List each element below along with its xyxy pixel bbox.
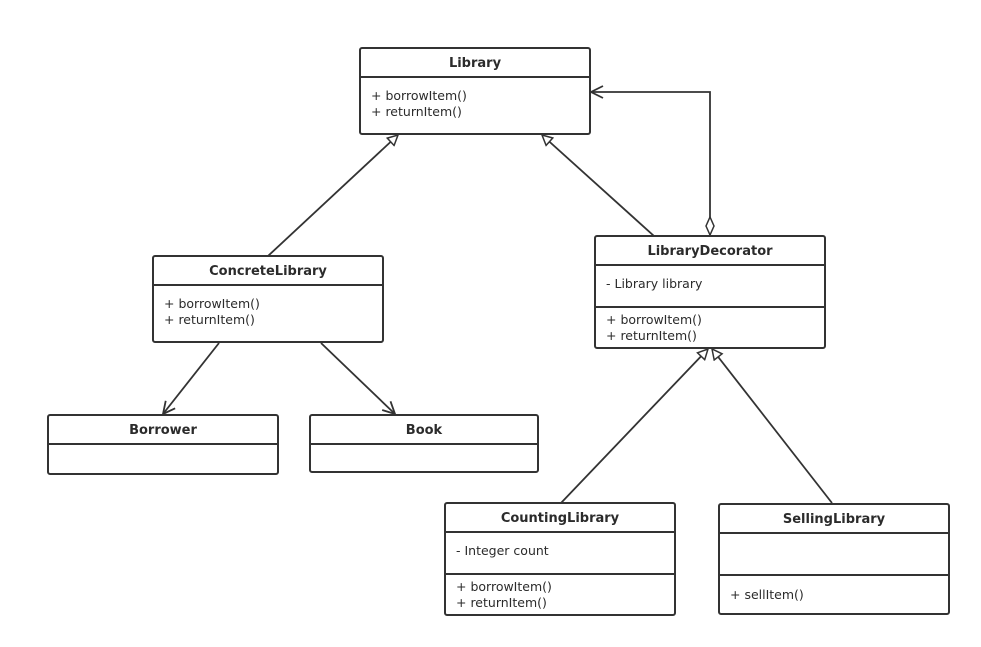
method: + returnItem() bbox=[456, 595, 547, 610]
methods-compartment: + sellItem() bbox=[720, 576, 948, 603]
attribute: - Integer count bbox=[456, 543, 549, 558]
class-selling-library[interactable]: SellingLibrary + sellItem() bbox=[718, 503, 950, 615]
class-library[interactable]: Library + borrowItem() + returnItem() bbox=[359, 47, 591, 135]
method: + sellItem() bbox=[730, 587, 804, 602]
class-name: Library bbox=[361, 49, 589, 78]
class-name: Borrower bbox=[49, 416, 277, 445]
method: + borrowItem() bbox=[371, 88, 467, 103]
class-name: Book bbox=[311, 416, 537, 445]
edge-countinglibrary-librarydecorator-generalization bbox=[560, 349, 708, 504]
attribute: - Library library bbox=[606, 276, 703, 291]
edge-librarydecorator-library-generalization bbox=[542, 135, 655, 237]
edge-librarydecorator-library-aggregation bbox=[591, 92, 710, 235]
attributes-compartment bbox=[720, 534, 948, 576]
class-name: ConcreteLibrary bbox=[154, 257, 382, 286]
class-concrete-library[interactable]: ConcreteLibrary + borrowItem() + returnI… bbox=[152, 255, 384, 343]
methods-compartment: + borrowItem() + returnItem() bbox=[361, 78, 589, 120]
class-counting-library[interactable]: CountingLibrary - Integer count + borrow… bbox=[444, 502, 676, 616]
method: + returnItem() bbox=[371, 104, 462, 119]
edge-concretelibrary-book-association bbox=[320, 342, 395, 414]
attributes-compartment: - Library library bbox=[596, 266, 824, 308]
method: + borrowItem() bbox=[164, 296, 260, 311]
method: + borrowItem() bbox=[606, 312, 702, 327]
edge-concretelibrary-library-generalization bbox=[267, 135, 398, 257]
class-name: LibraryDecorator bbox=[596, 237, 824, 266]
methods-compartment: + borrowItem() + returnItem() bbox=[154, 286, 382, 328]
class-name: SellingLibrary bbox=[720, 505, 948, 534]
class-library-decorator[interactable]: LibraryDecorator - Library library + bor… bbox=[594, 235, 826, 349]
method: + returnItem() bbox=[164, 312, 255, 327]
method: + borrowItem() bbox=[456, 579, 552, 594]
class-book[interactable]: Book bbox=[309, 414, 539, 473]
methods-compartment: + borrowItem() + returnItem() bbox=[446, 575, 674, 611]
edge-concretelibrary-borrower-association bbox=[163, 342, 220, 414]
attributes-compartment: - Integer count bbox=[446, 533, 674, 575]
edge-sellinglibrary-librarydecorator-generalization bbox=[712, 349, 833, 504]
class-borrower[interactable]: Borrower bbox=[47, 414, 279, 475]
class-name: CountingLibrary bbox=[446, 504, 674, 533]
methods-compartment: + borrowItem() + returnItem() bbox=[596, 308, 824, 344]
method: + returnItem() bbox=[606, 328, 697, 343]
